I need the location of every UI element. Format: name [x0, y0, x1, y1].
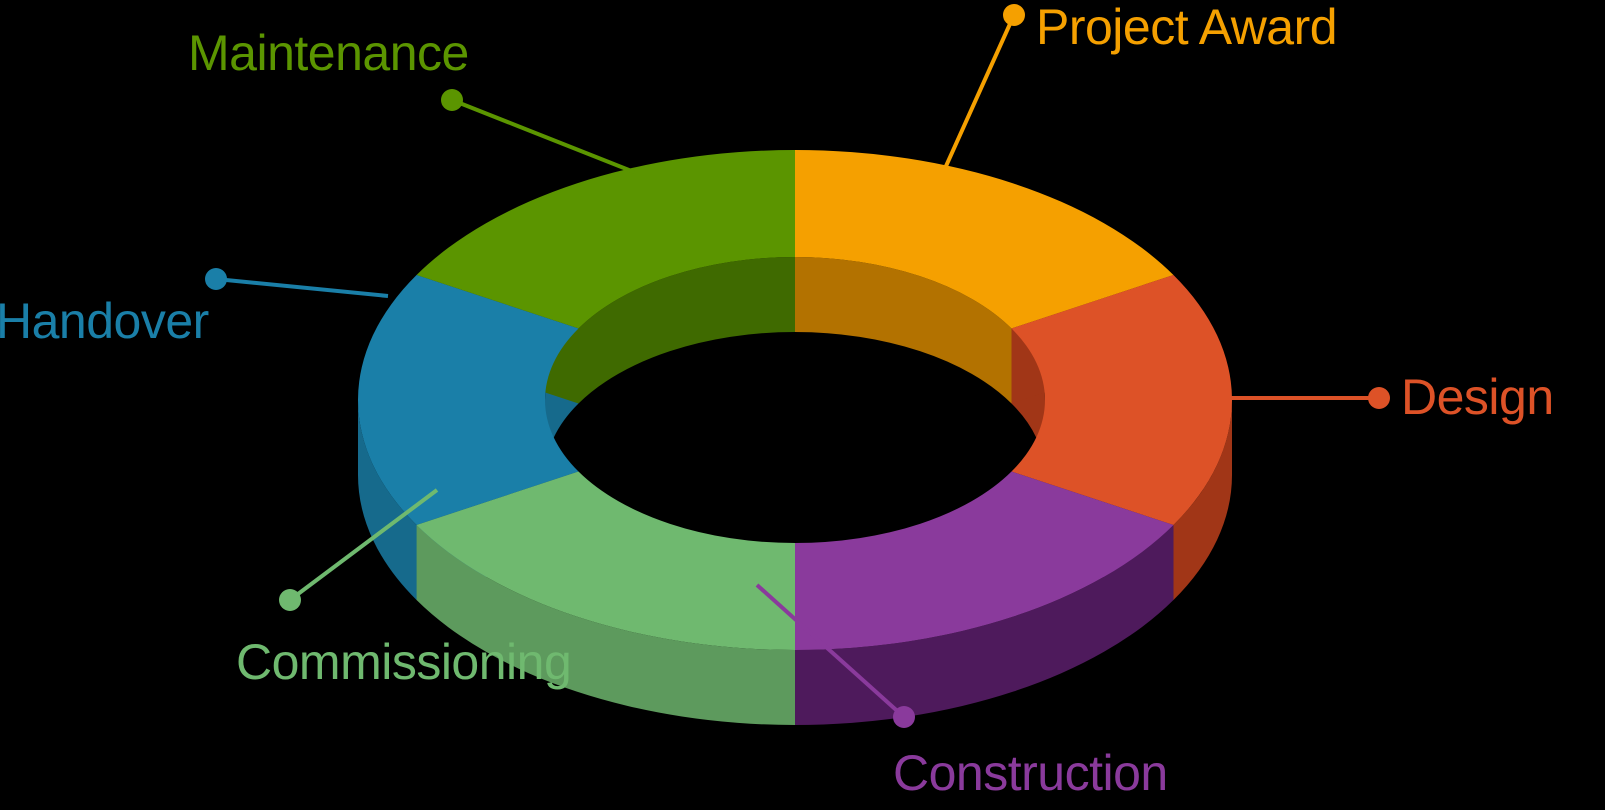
callout-leader-lines — [215, 14, 1379, 719]
callout-dot-handover[interactable] — [205, 268, 227, 290]
leader-line-project-award — [940, 14, 1016, 176]
donut-slice-4[interactable] — [358, 275, 579, 525]
callout-dot-project-award[interactable] — [1003, 4, 1025, 26]
donut-slice-5[interactable] — [416, 150, 795, 329]
slice-label-maintenance[interactable]: Maintenance — [188, 25, 469, 81]
callout-dot-commissioning[interactable] — [279, 589, 301, 611]
callout-dot-design[interactable] — [1368, 387, 1390, 409]
donut-inner-wall-5 — [578, 257, 795, 404]
leader-line-handover — [215, 277, 389, 298]
donut-slice-2[interactable] — [795, 471, 1174, 651]
donut-outer-wall-4 — [358, 400, 417, 600]
slice-label-commissioning[interactable]: Commissioning — [236, 634, 572, 690]
donut-top-faces — [358, 150, 1232, 650]
slice-label-design[interactable]: Design — [1401, 369, 1554, 425]
callout-dot-maintenance[interactable] — [441, 89, 463, 111]
slice-label-construction[interactable]: Construction — [893, 745, 1168, 801]
slice-label-handover[interactable]: Handover — [0, 293, 209, 349]
donut-outer-wall-3 — [416, 525, 795, 725]
donut-slice-0[interactable] — [795, 150, 1174, 329]
slice-label-project-award[interactable]: Project Award — [1036, 0, 1338, 55]
callout-dot-construction[interactable] — [893, 706, 915, 728]
donut-outer-wall-2 — [795, 525, 1174, 725]
donut-slice-3[interactable] — [416, 471, 795, 651]
donut-outer-wall-1 — [1173, 400, 1232, 600]
donut-slice-1[interactable] — [1011, 275, 1232, 525]
callout-dots — [205, 4, 1390, 728]
leader-line-maintenance — [451, 98, 635, 174]
leader-line-construction — [755, 583, 906, 719]
leader-line-commissioning — [288, 488, 439, 602]
donut-inner-wall-0 — [795, 257, 1012, 404]
